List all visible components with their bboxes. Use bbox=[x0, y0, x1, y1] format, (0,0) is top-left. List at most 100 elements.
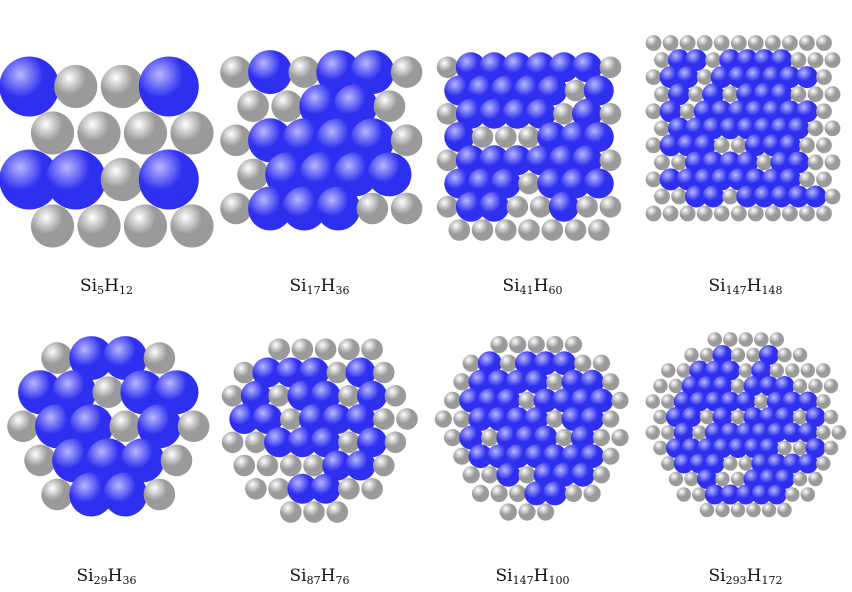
hydrogen-atom bbox=[553, 103, 575, 125]
hydrogen-atom bbox=[799, 35, 815, 51]
silicon-atom bbox=[69, 336, 114, 381]
hydrogen-atom bbox=[221, 385, 244, 407]
cluster-panel-si147h148: Si147H148 bbox=[639, 0, 852, 297]
silicon-atom bbox=[248, 186, 293, 231]
hydrogen-atom bbox=[602, 447, 620, 465]
hydrogen-atom bbox=[823, 378, 839, 394]
hydrogen-atom bbox=[816, 69, 832, 85]
silicon-atom bbox=[685, 185, 708, 208]
hydrogen-atom bbox=[785, 487, 800, 502]
hydrogen-atom bbox=[271, 90, 303, 122]
silicon-atom bbox=[753, 185, 776, 208]
hydrogen-atom bbox=[177, 410, 210, 443]
hydrogen-atom bbox=[730, 137, 747, 154]
silicon-atom bbox=[552, 351, 577, 376]
silicon-atom bbox=[778, 66, 801, 89]
silicon-atom bbox=[0, 149, 60, 210]
hydrogen-atom bbox=[747, 35, 764, 51]
cluster-panel-si147h100: Si147H100 bbox=[426, 296, 639, 592]
hydrogen-atom bbox=[769, 363, 784, 378]
silicon-atom bbox=[69, 472, 114, 517]
hydrogen-atom bbox=[384, 431, 407, 454]
formula-label: Si87H76 bbox=[289, 566, 350, 587]
hydrogen-atom bbox=[799, 137, 815, 154]
silicon-atom bbox=[252, 404, 283, 434]
hydrogen-atom bbox=[661, 394, 676, 409]
hydrogen-atom bbox=[816, 456, 831, 471]
cluster-panel-si29h36: Si29H36 bbox=[0, 296, 213, 592]
silicon-atom bbox=[561, 444, 586, 469]
silicon-atom bbox=[720, 391, 741, 412]
silicon-atom bbox=[252, 357, 283, 388]
silicon-atom bbox=[322, 450, 353, 481]
silicon-atom bbox=[778, 168, 801, 191]
silicon-atom bbox=[766, 422, 787, 443]
silicon-atom bbox=[479, 98, 510, 129]
hydrogen-atom bbox=[233, 454, 256, 477]
hydrogen-atom bbox=[756, 154, 773, 171]
silicon-atom bbox=[120, 370, 165, 415]
hydrogen-atom bbox=[123, 111, 168, 155]
hydrogen-atom bbox=[373, 408, 395, 430]
hydrogen-atom bbox=[730, 347, 746, 363]
hydrogen-atom bbox=[645, 69, 662, 85]
silicon-atom bbox=[676, 66, 699, 89]
silicon-atom bbox=[751, 360, 772, 381]
silicon-atom bbox=[697, 469, 717, 489]
hydrogen-atom bbox=[30, 111, 75, 155]
silicon-atom bbox=[548, 52, 579, 83]
hydrogen-atom bbox=[654, 188, 670, 205]
hydrogen-atom bbox=[792, 409, 808, 425]
hydrogen-atom bbox=[77, 111, 121, 155]
silicon-atom bbox=[367, 152, 412, 197]
hydrogen-atom bbox=[384, 385, 407, 407]
silicon-atom bbox=[103, 336, 148, 381]
hydrogen-atom bbox=[237, 90, 269, 122]
hydrogen-atom bbox=[671, 154, 687, 171]
silicon-atom bbox=[796, 100, 818, 123]
cluster-render bbox=[220, 50, 423, 231]
hydrogen-atom bbox=[688, 86, 704, 103]
hydrogen-atom bbox=[574, 354, 592, 372]
cluster-panel-si17h36: Si17H36 bbox=[213, 0, 426, 297]
silicon-atom bbox=[299, 404, 329, 434]
hydrogen-atom bbox=[170, 204, 214, 248]
silicon-atom bbox=[533, 351, 558, 376]
hydrogen-atom bbox=[599, 103, 622, 125]
hydrogen-atom bbox=[777, 347, 792, 363]
hydrogen-atom bbox=[602, 373, 620, 391]
hydrogen-atom bbox=[800, 363, 815, 378]
silicon-atom bbox=[496, 462, 521, 487]
hydrogen-atom bbox=[373, 90, 406, 122]
hydrogen-atom bbox=[462, 466, 480, 484]
silicon-atom bbox=[477, 388, 502, 413]
hydrogen-atom bbox=[824, 52, 841, 68]
hydrogen-atom bbox=[518, 503, 536, 521]
hydrogen-atom bbox=[824, 86, 841, 103]
hydrogen-atom bbox=[599, 149, 622, 172]
silicon-atom bbox=[744, 100, 767, 123]
silicon-atom bbox=[533, 425, 558, 450]
hydrogen-atom bbox=[291, 338, 314, 361]
silicon-atom bbox=[229, 404, 260, 434]
hydrogen-atom bbox=[453, 447, 471, 465]
hydrogen-atom bbox=[588, 219, 610, 241]
silicon-atom bbox=[357, 427, 388, 458]
hydrogen-atom bbox=[471, 219, 494, 241]
silicon-atom bbox=[248, 50, 293, 95]
silicon-atom bbox=[572, 145, 603, 176]
hydrogen-atom bbox=[303, 454, 325, 477]
silicon-atom bbox=[702, 117, 725, 140]
silicon-atom bbox=[744, 134, 767, 157]
silicon-atom bbox=[766, 453, 787, 474]
hydrogen-atom bbox=[816, 35, 832, 51]
hydrogen-atom bbox=[715, 502, 730, 518]
hydrogen-atom bbox=[109, 410, 142, 443]
silicon-atom bbox=[455, 52, 486, 83]
silicon-atom bbox=[490, 168, 521, 199]
hydrogen-atom bbox=[654, 154, 670, 171]
silicon-atom bbox=[719, 49, 742, 72]
hydrogen-atom bbox=[645, 205, 662, 222]
cluster-panel-si41h60: Si41H60 bbox=[426, 0, 639, 297]
